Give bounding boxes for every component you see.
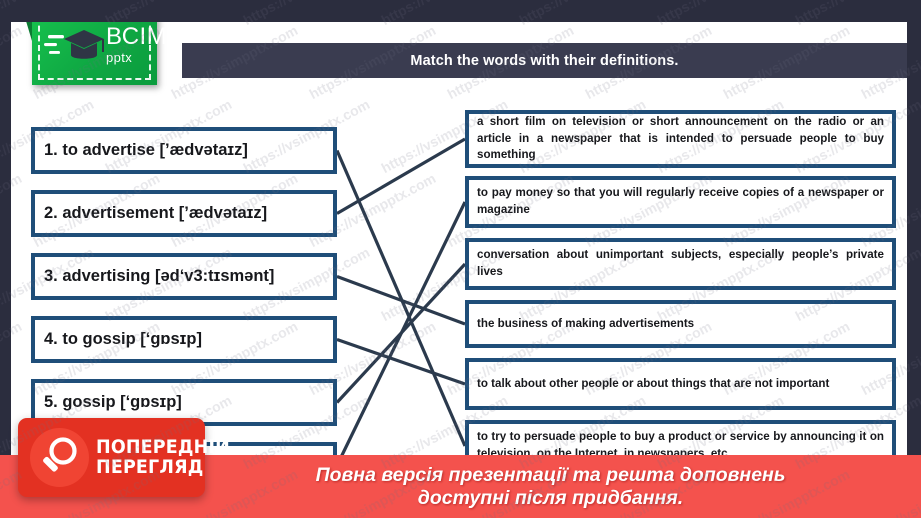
- definition-text: to talk about other people or about thin…: [477, 376, 830, 390]
- definition-text: the business of making advertisements: [477, 316, 695, 330]
- slide-header-band: Match the words with their definitions.: [182, 43, 907, 78]
- term-box[interactable]: 1. to advertise [’ædvətaɪz]: [31, 127, 337, 174]
- definition-text: a short film on television or short anno…: [477, 114, 884, 162]
- logo-speed-lines-icon: [44, 35, 64, 54]
- preview-badge-line1: ПОПЕРЕДНІЙ: [96, 435, 230, 458]
- term-label: 3. advertising [əd‘v3:tɪsmənt]: [44, 267, 275, 285]
- preview-badge-labels: ПОПЕРЕДНІЙ ПЕРЕГЛЯД: [96, 435, 242, 478]
- term-label: 1. to advertise [’ædvətaɪz]: [44, 141, 248, 159]
- definition-box[interactable]: conversation about unimportant subjects,…: [465, 238, 896, 290]
- term-label: 4. to gossip [‘gɒsɪp]: [44, 330, 202, 348]
- graduation-cap-icon: [64, 30, 104, 59]
- vsimpptx-logo: ВСІМ pptx: [23, 22, 167, 85]
- logo-text: ВСІМ pptx: [106, 23, 168, 65]
- term-label: 2. advertisement [’ædvətaɪz]: [44, 204, 268, 222]
- logo-main-text: ВСІМ: [106, 23, 168, 50]
- page-title: Match the words with their definitions.: [410, 52, 679, 69]
- purchase-notice-text: Повна версія презентації та решта доповн…: [315, 463, 786, 509]
- term-box[interactable]: 4. to gossip [‘gɒsɪp]: [31, 316, 337, 363]
- definition-box[interactable]: the business of making advertisements: [465, 300, 896, 348]
- term-box[interactable]: 3. advertising [əd‘v3:tɪsmənt]: [31, 253, 337, 300]
- definition-box[interactable]: to talk about other people or about thin…: [465, 358, 896, 410]
- preview-badge-line2: ПЕРЕГЛЯД: [96, 455, 204, 478]
- preview-badge: ПОПЕРЕДНІЙ ПЕРЕГЛЯД: [18, 418, 230, 497]
- logo-dashed-border: [38, 22, 151, 80]
- definition-box[interactable]: to pay money so that you will regularly …: [465, 176, 896, 228]
- logo-sub-text: pptx: [106, 50, 133, 65]
- term-box[interactable]: 2. advertisement [’ædvətaɪz]: [31, 190, 337, 237]
- definition-box[interactable]: a short film on television or short anno…: [465, 110, 896, 168]
- definition-text: conversation about unimportant subjects,…: [477, 248, 884, 278]
- definition-text: to pay money so that you will regularly …: [477, 186, 884, 216]
- magnifier-icon: [30, 428, 89, 487]
- term-label: 5. gossip [‘gɒsɪp]: [44, 393, 182, 411]
